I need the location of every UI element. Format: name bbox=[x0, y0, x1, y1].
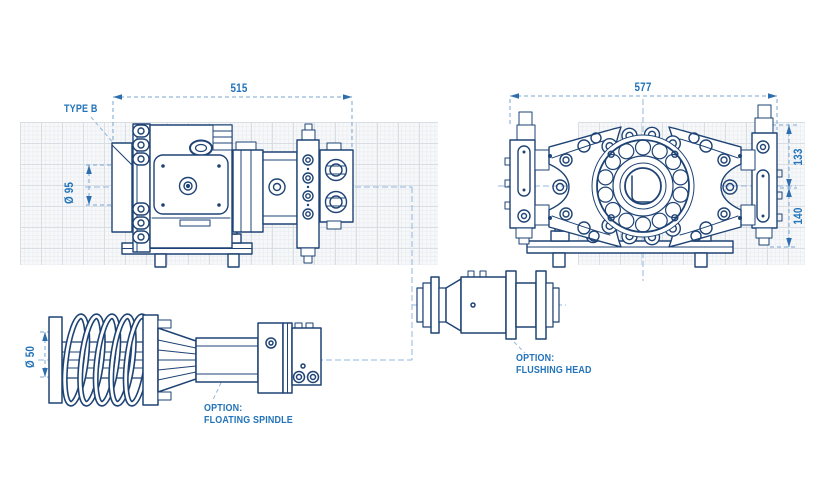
dimension-arrows bbox=[42, 93, 792, 377]
front-view-drawing bbox=[504, 104, 783, 268]
type-b-label: TYPE B bbox=[64, 103, 98, 115]
dim-height-140: 140 bbox=[791, 207, 805, 225]
option-flushing-head-label: OPTION: FLUSHING HEAD bbox=[516, 352, 592, 376]
option-floating-spindle-label: OPTION: FLOATING SPINDLE bbox=[204, 402, 293, 426]
option-flushing-head-line1: OPTION: bbox=[516, 352, 555, 364]
floating-spindle-drawing bbox=[48, 313, 322, 407]
dim-height-133: 133 bbox=[791, 148, 805, 166]
option-floating-spindle-line1: OPTION: bbox=[204, 402, 243, 414]
option-floating-spindle-line2: FLOATING SPINDLE bbox=[204, 413, 293, 426]
dim-length-515: 515 bbox=[230, 81, 248, 95]
side-view-drawing bbox=[111, 123, 354, 268]
dim-width-577: 577 bbox=[634, 80, 652, 94]
dim-diameter-50: Ø 50 bbox=[23, 346, 37, 368]
option-flushing-head-line2: FLUSHING HEAD bbox=[516, 363, 592, 376]
dim-diameter-95: Ø 95 bbox=[62, 182, 76, 204]
flushing-head-drawing bbox=[416, 270, 560, 340]
